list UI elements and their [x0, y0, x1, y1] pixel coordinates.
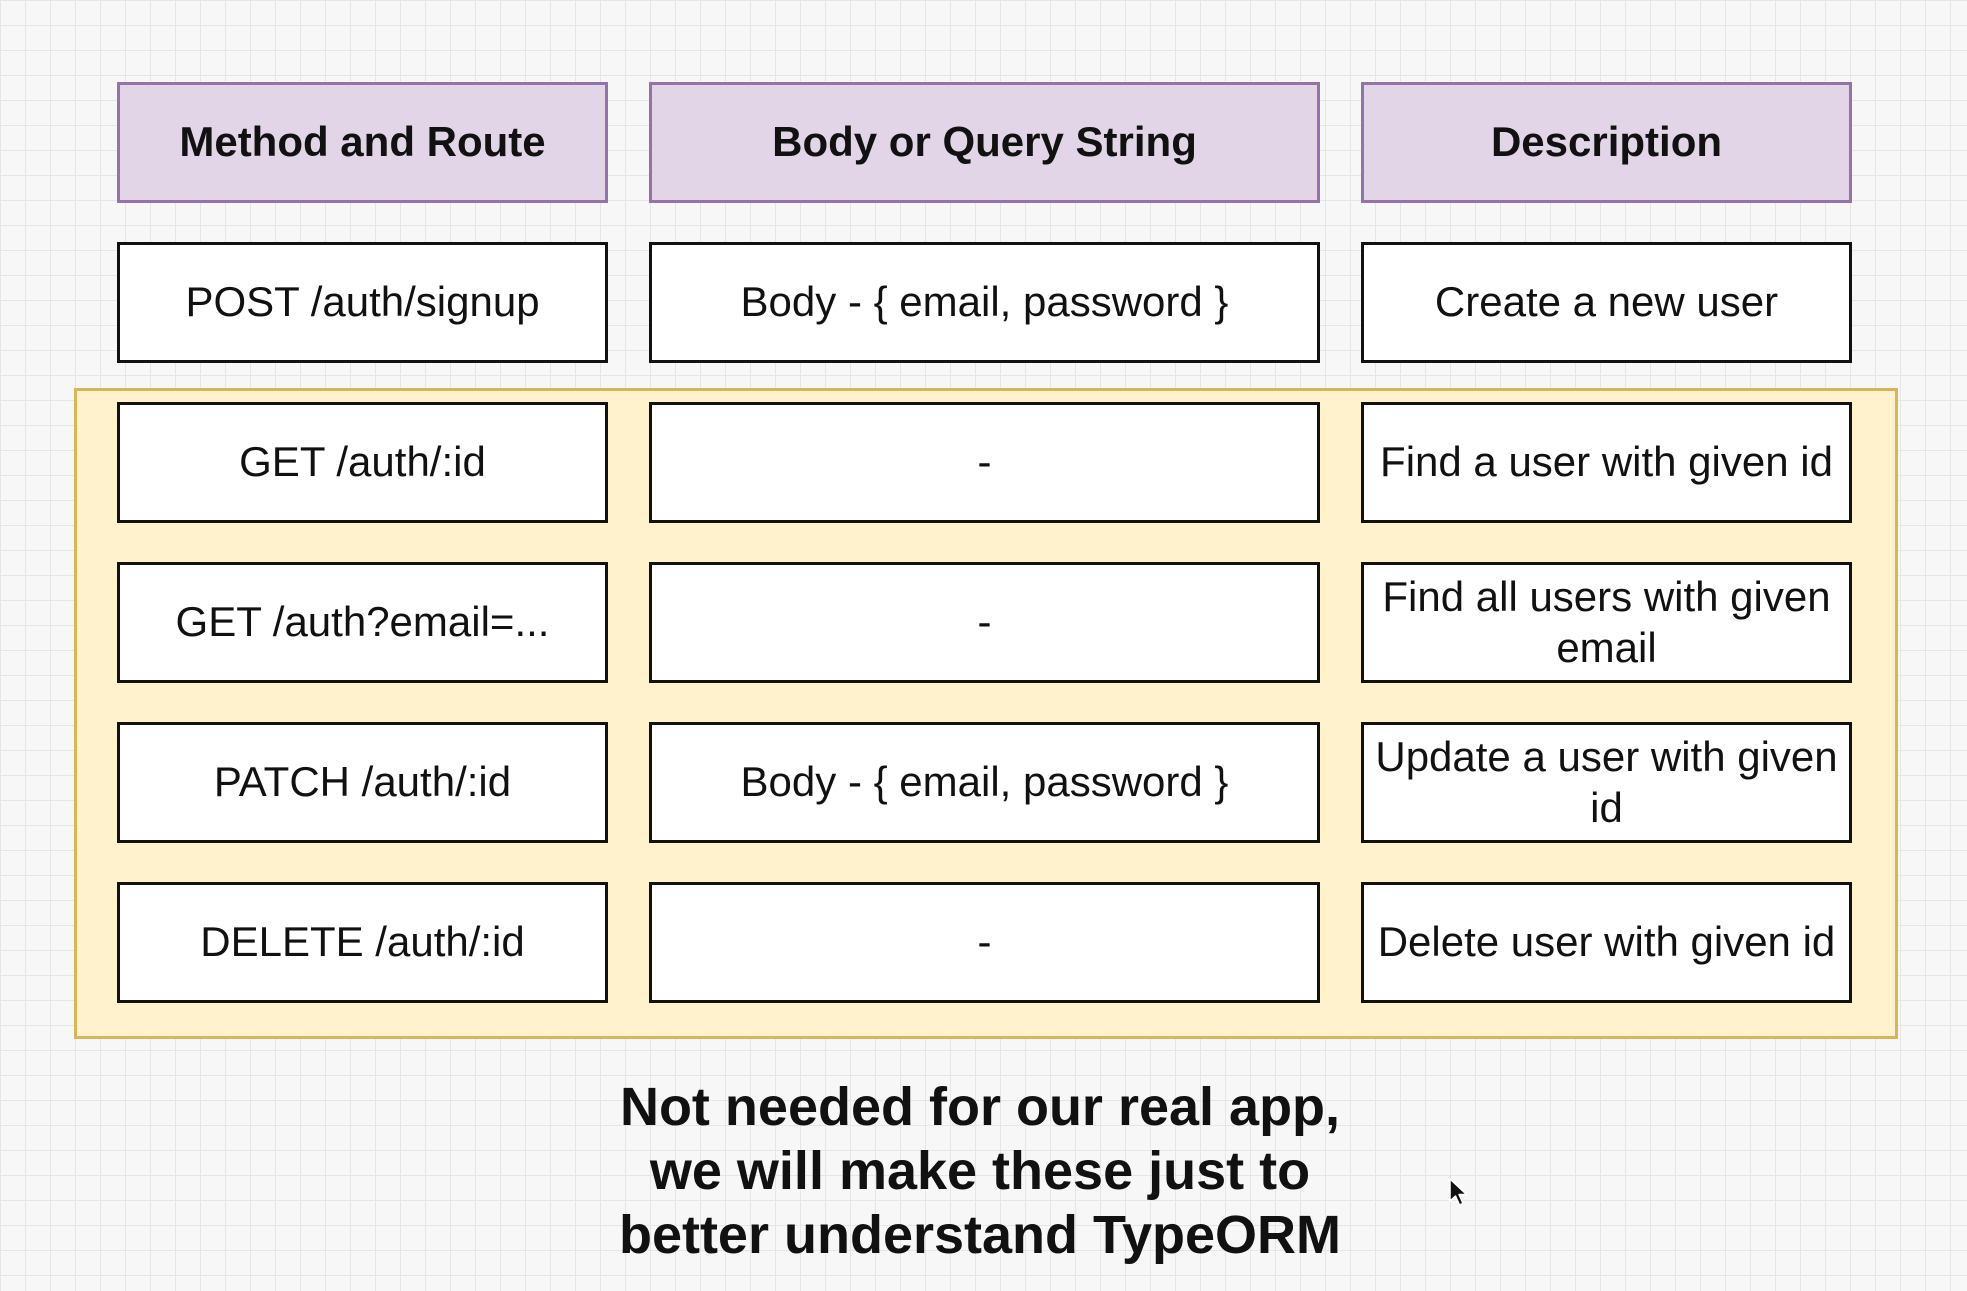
row-description: Find a user with given id — [1361, 402, 1852, 523]
row-body: Body - { email, password } — [649, 722, 1320, 843]
header-body-query: Body or Query String — [649, 82, 1320, 203]
footnote-line: Not needed for our real app, — [619, 1077, 1341, 1137]
row-route: POST /auth/signup — [117, 242, 608, 363]
row-route: DELETE /auth/:id — [117, 882, 608, 1003]
footnote-line: better understand TypeORM — [618, 1205, 1342, 1265]
row-body: Body - { email, password } — [649, 242, 1320, 363]
arrow-cursor-icon — [1449, 1178, 1468, 1206]
row-body: - — [649, 402, 1320, 523]
header-method-route: Method and Route — [117, 82, 608, 203]
row-route: PATCH /auth/:id — [117, 722, 608, 843]
row-body: - — [649, 562, 1320, 683]
row-description: Delete user with given id — [1361, 882, 1852, 1003]
header-description: Description — [1361, 82, 1852, 203]
row-description: Create a new user — [1361, 242, 1852, 363]
footnote-text: Not needed for our real app, we will mak… — [430, 1075, 1530, 1267]
footnote-line: we will make these just to — [649, 1141, 1311, 1201]
row-body: - — [649, 882, 1320, 1003]
row-route: GET /auth/:id — [117, 402, 608, 523]
row-description: Find all users with given email — [1361, 562, 1852, 683]
row-description: Update a user with given id — [1361, 722, 1852, 843]
row-route: GET /auth?email=... — [117, 562, 608, 683]
